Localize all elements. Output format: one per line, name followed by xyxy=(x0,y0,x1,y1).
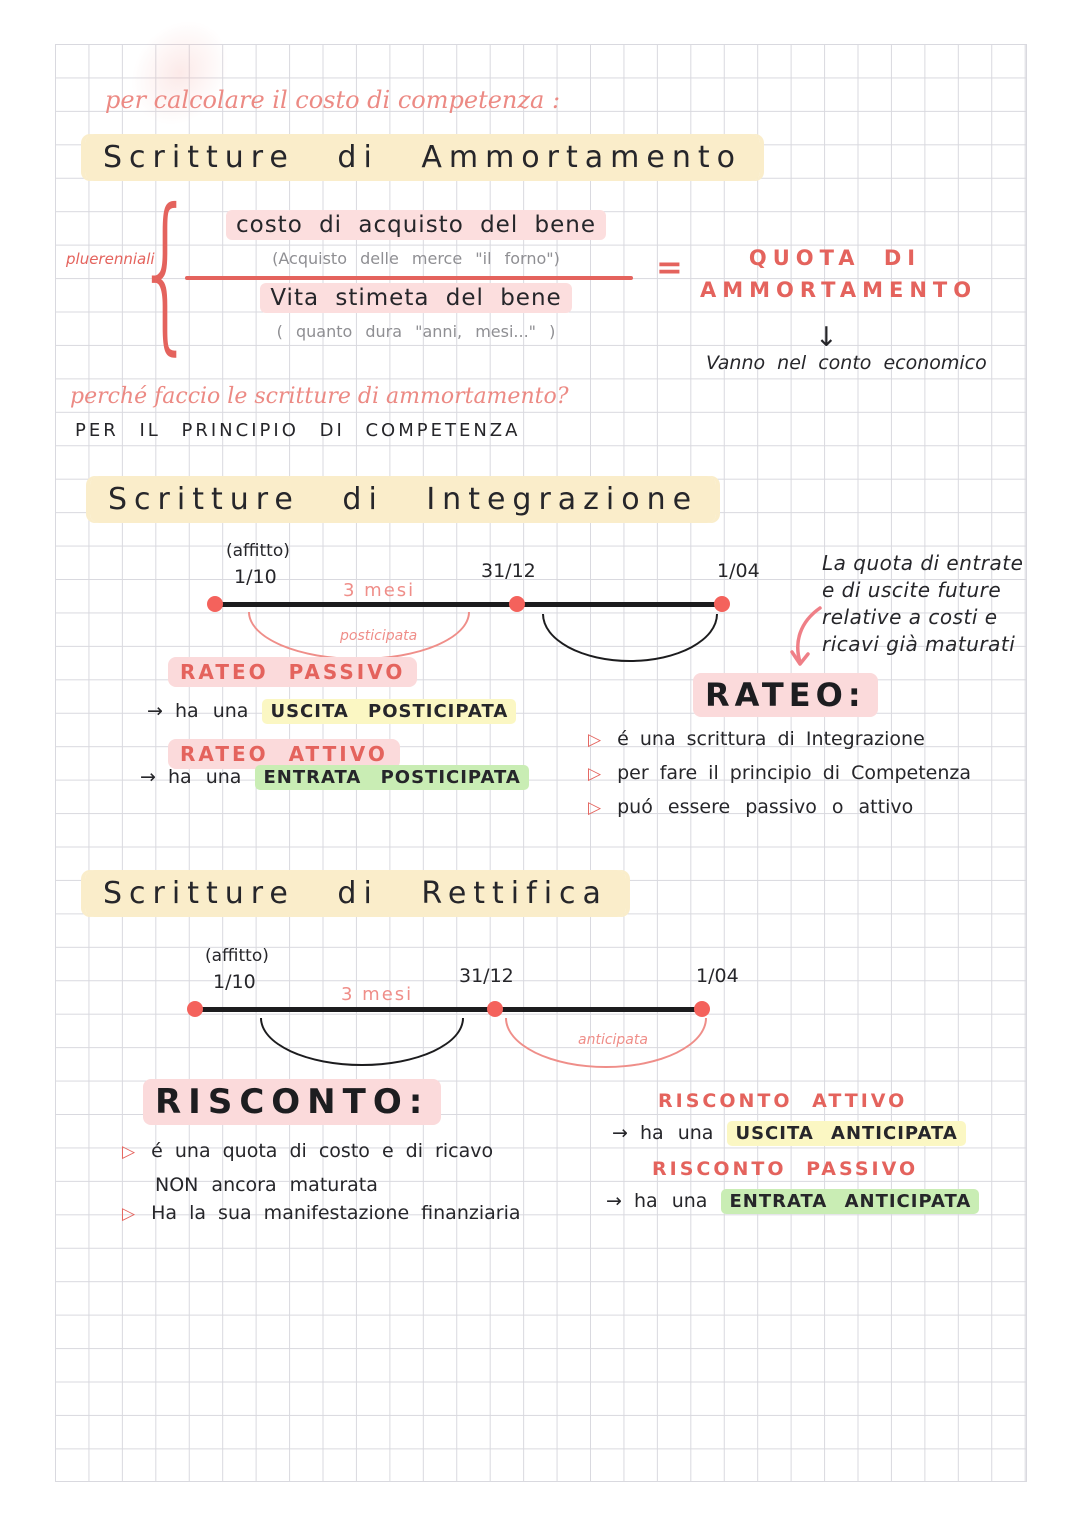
rateo-heading: RATEO: xyxy=(693,673,878,717)
arrow-right-icon: → xyxy=(147,700,163,722)
intro-note: per calcolare il costo di competenza : xyxy=(105,86,561,114)
rateo-bullet-3: puó essere passivo o attivo xyxy=(617,796,914,818)
rateo-side-note-line4: ricavi già maturati xyxy=(822,632,1016,656)
risconto-passivo-label: RISCONTO PASSIVO xyxy=(652,1158,919,1180)
risconto-bullet-1-line2: NON ancora maturata xyxy=(155,1174,378,1196)
ammortamento-label: AMMORTAMENTO xyxy=(700,278,978,302)
risconto-passivo-badge: ENTRATA ANTICIPATA xyxy=(721,1189,980,1214)
arrow-down-icon: ↓ xyxy=(815,322,838,353)
rateo-bullet-2: per fare il principio di Competenza xyxy=(617,762,972,784)
risconto-attivo-text: ha una xyxy=(639,1122,714,1144)
why-answer: PER IL PRINCIPIO DI COMPETENZA xyxy=(75,420,521,441)
timeline2-dot-mid xyxy=(487,1001,503,1017)
timeline2-line xyxy=(195,1007,705,1012)
fraction-denominator: Vita stimeta del bene xyxy=(260,283,572,313)
rateo-attivo-badge: ENTRATA POSTICIPATA xyxy=(255,765,529,790)
section-title-rettifica: Scritture di Rettifica xyxy=(85,870,626,917)
fraction-line xyxy=(185,276,633,280)
timeline2-arc-label: anticipata xyxy=(578,1032,648,1048)
quota-di-label: QUOTA DI xyxy=(748,246,922,270)
arrow-right-icon: → xyxy=(606,1190,622,1212)
timeline1-dot-mid xyxy=(509,596,525,612)
rateo-passivo-label: RATEO PASSIVO xyxy=(168,657,418,687)
rateo-side-note-line3: relative a costi e xyxy=(822,605,998,629)
bullet-icon: ▷ xyxy=(588,798,602,818)
fraction-numerator-note: (Acquisto delle merce "il forno") xyxy=(272,249,560,268)
rateo-attivo-text: ha una xyxy=(167,766,242,788)
timeline2-date-end: 1/04 xyxy=(696,965,739,987)
curved-arrow-icon xyxy=(790,606,822,666)
bullet-icon: ▷ xyxy=(122,1142,136,1162)
timeline2-date-start: 1/10 xyxy=(213,971,256,993)
section-title-ammortamento: Scritture di Ammortamento xyxy=(85,134,760,181)
bullet-icon: ▷ xyxy=(122,1204,136,1224)
timeline1-arc-label: posticipata xyxy=(340,628,418,644)
timeline1-line xyxy=(215,602,725,607)
timeline2-date-mid: 31/12 xyxy=(459,965,514,987)
arrow-right-icon: → xyxy=(140,766,156,788)
fraction-denominator-note: ( quanto dura "anni, mesi..." ) xyxy=(276,322,556,341)
rateo-passivo-badge: USCITA POSTICIPATA xyxy=(262,699,517,724)
risconto-bullet-1-line1: é una quota di costo e di ricavo xyxy=(151,1140,494,1162)
timeline2-dot-end xyxy=(694,1001,710,1017)
bullet-icon: ▷ xyxy=(588,764,602,784)
timeline1-dot-start xyxy=(207,596,223,612)
risconto-bullet-2: Ha la sua manifestazione finanziaria xyxy=(151,1202,521,1224)
risconto-passivo-text: ha una xyxy=(633,1190,708,1212)
rateo-side-note-line1: La quota di entrate xyxy=(822,551,1024,575)
arrow-right-icon: → xyxy=(612,1122,628,1144)
rateo-attivo-label: RATEO ATTIVO xyxy=(168,739,400,769)
timeline1-date-mid: 31/12 xyxy=(481,560,536,582)
timeline1-dot-end xyxy=(714,596,730,612)
timeline2-context: (affitto) xyxy=(205,946,269,966)
section-title-integrazione: Scritture di Integrazione xyxy=(90,476,717,523)
fraction-numerator: costo di acquisto del bene xyxy=(225,210,607,240)
timeline1-date-end: 1/04 xyxy=(717,560,760,582)
timeline1-date-start: 1/10 xyxy=(234,566,277,588)
risconto-heading: RISCONTO: xyxy=(143,1079,442,1125)
equals-icon: = xyxy=(656,248,683,286)
conto-economico-note: Vanno nel conto economico xyxy=(706,352,987,374)
rateo-side-note-line2: e di uscite future xyxy=(822,578,1002,602)
brace-icon: { xyxy=(136,173,196,371)
risconto-attivo-label: RISCONTO ATTIVO xyxy=(658,1090,908,1112)
bullet-icon: ▷ xyxy=(588,730,602,750)
risconto-attivo-badge: USCITA ANTICIPATA xyxy=(727,1121,966,1146)
timeline1-context: (affitto) xyxy=(226,541,290,561)
why-question: perché faccio le scritture di ammortamen… xyxy=(70,384,569,409)
brace-label: pluerenniali xyxy=(66,250,155,268)
timeline1-span-label: 3 mesi xyxy=(343,580,416,601)
rateo-passivo-text: ha una xyxy=(174,700,249,722)
rateo-bullet-1: é una scrittura di Integrazione xyxy=(617,728,925,750)
timeline2-dot-start xyxy=(187,1001,203,1017)
timeline2-span-label: 3 mesi xyxy=(341,984,414,1005)
